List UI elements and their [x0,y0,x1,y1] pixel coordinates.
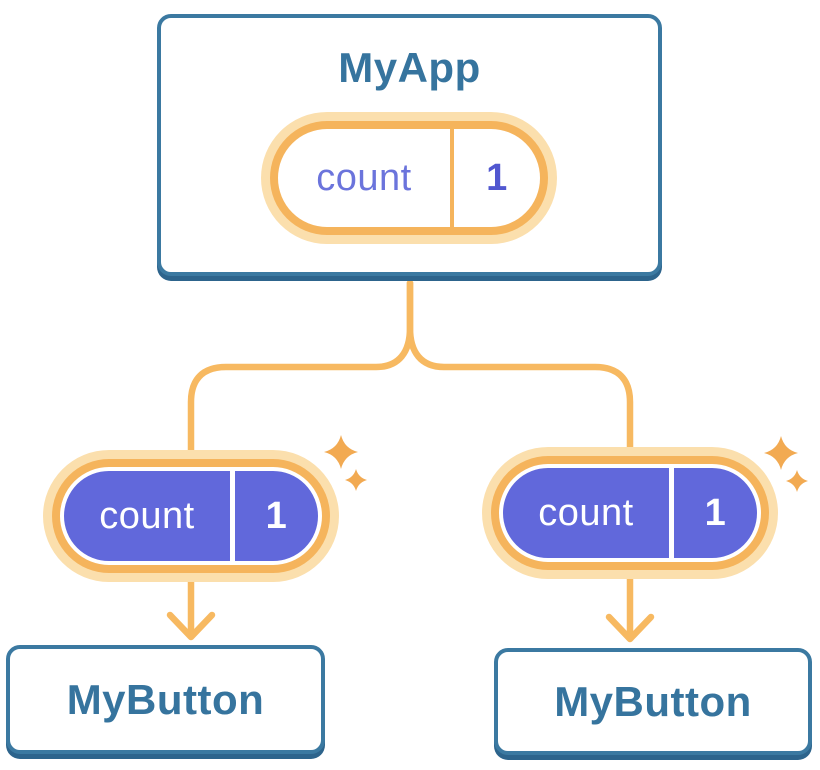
pill-ring: count 1 [491,456,769,570]
state-name: count [316,156,412,199]
state-pill-left-child: count 1 [43,450,339,582]
state-pill-right-child: count 1 [482,447,778,579]
pill-divider [669,468,674,558]
pill-body: count 1 [278,129,540,227]
myapp-title: MyApp [338,44,481,91]
pill-ring: count 1 [52,459,330,573]
arrow-down-icon [166,611,216,641]
state-name: count [538,491,634,534]
arrow-down-icon [605,613,655,643]
pill-divider [450,129,454,227]
state-value: 1 [265,494,288,537]
pill-ring: count 1 [270,121,548,235]
mybutton-title: MyButton [554,677,752,725]
state-value: 1 [704,491,727,534]
state-value: 1 [486,156,508,199]
mybutton-title: MyButton [66,675,265,723]
state-pill-root: count 1 [261,112,557,244]
mybutton-card-left: MyButton [6,645,325,754]
mybutton-card-right: MyButton [494,648,812,755]
state-name: count [99,494,195,537]
pill-body: count 1 [499,464,761,562]
pill-body: count 1 [60,467,322,565]
